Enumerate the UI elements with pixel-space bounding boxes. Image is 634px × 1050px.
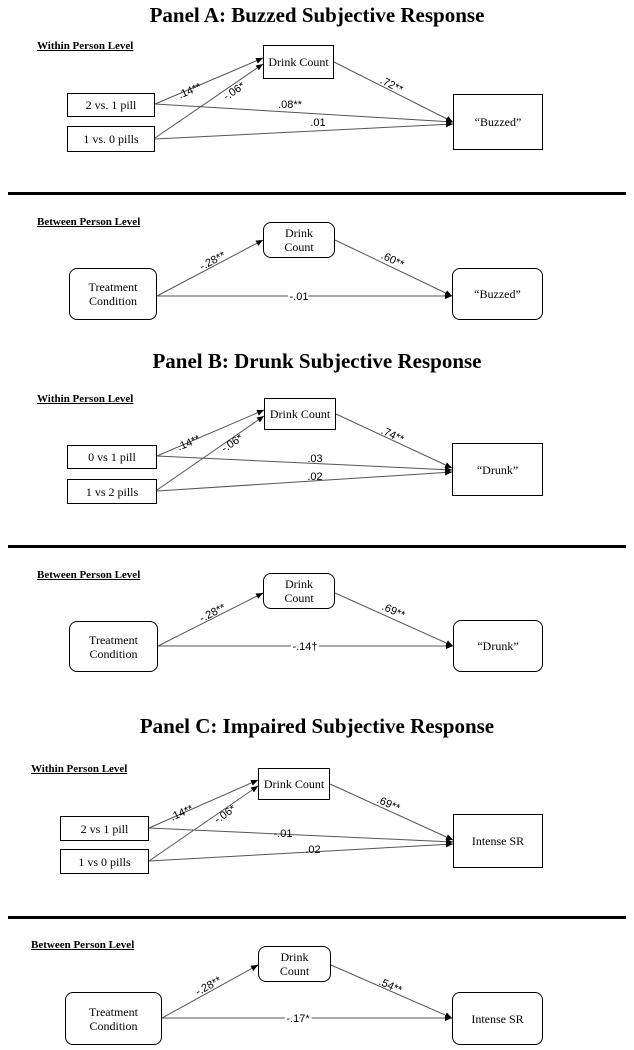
coef-label: .14** bbox=[177, 81, 204, 102]
edge-b-p2-mediator bbox=[156, 415, 265, 491]
edge-b-p2-outcome bbox=[156, 469, 453, 492]
panel-b-within-predictor-1: 0 vs 1 pill bbox=[67, 445, 157, 469]
coef-label: -.28** bbox=[198, 249, 229, 273]
panel-a-within-mediator: Drink Count bbox=[263, 45, 334, 79]
panel-a-within-level-label: Within Person Level bbox=[37, 40, 134, 52]
panel-a-within-predictor-1: 2 vs. 1 pill bbox=[67, 93, 155, 117]
panel-c-between-predictor: Treatment Condition bbox=[65, 992, 162, 1045]
panel-b-within-predictor-2: 1 vs 2 pills bbox=[67, 479, 157, 504]
edge-c-p2-mediator bbox=[148, 785, 259, 862]
edge-bb-mediator-outcome bbox=[334, 592, 454, 647]
edge-bb-predictor-mediator bbox=[157, 592, 264, 647]
coef-label: .74** bbox=[379, 425, 406, 446]
coef-label: .69** bbox=[380, 601, 407, 622]
edge-c-p2-outcome bbox=[148, 841, 454, 862]
panel-a-within-predictor-2: 1 vs. 0 pills bbox=[67, 126, 155, 152]
coef-label: -.28** bbox=[194, 974, 225, 998]
coef-label: .08** bbox=[278, 99, 303, 111]
panel-a-between-outcome: “Buzzed” bbox=[452, 268, 543, 320]
panel-b-title: Panel B: Drunk Subjective Response bbox=[152, 349, 482, 373]
panel-c-divider bbox=[8, 916, 626, 919]
edge-cb-mediator-outcome bbox=[330, 964, 453, 1019]
panel-c-within-outcome: Intense SR bbox=[453, 814, 543, 868]
edge-c-p1-mediator bbox=[148, 779, 259, 829]
panel-c-within-predictor-1: 2 vs 1 pill bbox=[60, 816, 149, 841]
panel-b-within-level-label: Within Person Level bbox=[37, 393, 134, 405]
coef-label: -.14† bbox=[292, 641, 317, 653]
coef-label: .72** bbox=[378, 75, 405, 97]
edge-ab-predictor-mediator bbox=[156, 239, 264, 297]
edge-cb-predictor-mediator bbox=[161, 964, 259, 1019]
panel-c-within-level-label: Within Person Level bbox=[31, 763, 128, 775]
edge-a-p2-mediator bbox=[154, 63, 264, 139]
coef-label: .54** bbox=[377, 976, 404, 997]
panel-c-between-outcome: Intense SR bbox=[452, 992, 543, 1045]
panel-a-between-level-label: Between Person Level bbox=[37, 216, 141, 228]
coef-label: .02 bbox=[307, 471, 322, 483]
edge-ab-mediator-outcome bbox=[334, 239, 453, 297]
coef-label: -.06* bbox=[221, 80, 248, 103]
coef-label: -.06* bbox=[212, 803, 239, 827]
coef-label: -.28** bbox=[198, 601, 229, 625]
panel-c-within-predictor-2: 1 vs 0 pills bbox=[60, 849, 149, 874]
coef-label: .02 bbox=[305, 844, 320, 856]
coef-label: .14** bbox=[176, 433, 203, 454]
coef-label: -.06* bbox=[219, 432, 246, 455]
panel-c-between-mediator: Drink Count bbox=[258, 946, 331, 982]
edge-b-p1-mediator bbox=[156, 409, 265, 457]
panel-a-between-predictor: Treatment Condition bbox=[69, 268, 157, 320]
edge-a-p2-outcome bbox=[154, 121, 454, 140]
coef-label: .14** bbox=[168, 803, 195, 824]
edge-a-p1-outcome bbox=[154, 103, 454, 125]
panel-a-title: Panel A: Buzzed Subjective Response bbox=[149, 3, 485, 27]
panel-b-between-predictor: Treatment Condition bbox=[69, 621, 158, 672]
panel-b-between-outcome: “Drunk” bbox=[453, 620, 543, 672]
panel-b-between-mediator: Drink Count bbox=[263, 573, 335, 609]
edge-c-p1-outcome bbox=[148, 827, 454, 845]
panel-c-title: Panel C: Impaired Subjective Response bbox=[139, 714, 495, 738]
coef-label: -.01 bbox=[274, 828, 293, 840]
coef-label: .03 bbox=[307, 453, 322, 465]
edge-a-mediator-outcome bbox=[333, 61, 454, 123]
edge-b-mediator-outcome bbox=[335, 413, 453, 469]
panel-c-between-level-label: Between Person Level bbox=[31, 939, 135, 951]
coef-label: .69** bbox=[375, 794, 402, 815]
panel-a-within-outcome: “Buzzed” bbox=[453, 94, 543, 150]
coef-label: .01 bbox=[310, 117, 325, 129]
edge-b-p1-outcome bbox=[156, 455, 453, 473]
panel-b-between-level-label: Between Person Level bbox=[37, 569, 141, 581]
edge-c-mediator-outcome bbox=[329, 783, 454, 841]
coef-label: -.17* bbox=[286, 1013, 310, 1025]
panel-b-divider bbox=[8, 545, 626, 548]
panel-c-within-mediator: Drink Count bbox=[258, 768, 330, 800]
panel-a-divider bbox=[8, 192, 626, 195]
panel-a-between-mediator: Drink Count bbox=[263, 222, 335, 258]
coef-label: -.01 bbox=[290, 291, 309, 303]
edge-a-p1-mediator bbox=[154, 57, 264, 105]
panel-b-within-outcome: “Drunk” bbox=[452, 443, 543, 496]
panel-b-within-mediator: Drink Count bbox=[264, 398, 336, 430]
